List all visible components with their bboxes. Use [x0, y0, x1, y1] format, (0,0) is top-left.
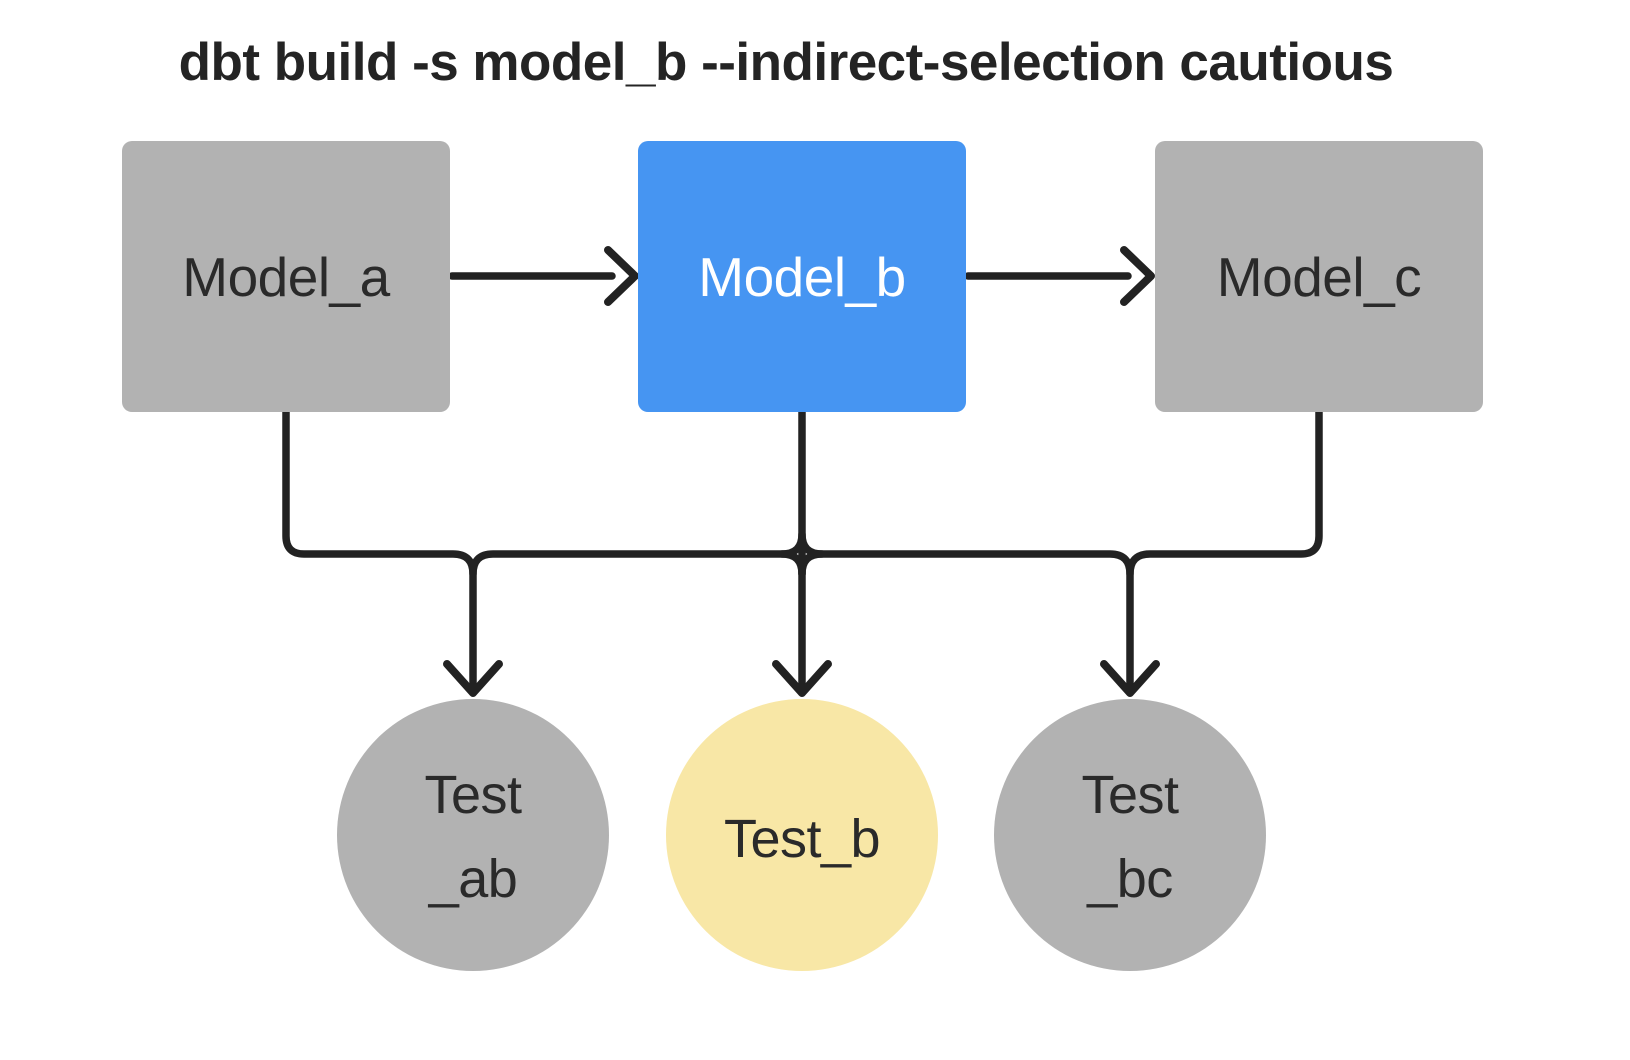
node-test-bc — [994, 699, 1266, 971]
edge-model-a-to-test-ab — [282, 408, 477, 692]
node-model-b — [638, 141, 966, 412]
diagram-title: dbt build -s model_b --indirect-selectio… — [179, 33, 1394, 92]
test-nodes: Test _ab Test_b Test _bc — [337, 699, 1266, 971]
node-test-ab — [337, 699, 609, 971]
node-test-b-label: Test_b — [724, 809, 880, 869]
node-model-c-label: Model_c — [1217, 246, 1421, 308]
node-test-bc-label-line1: Test — [1081, 765, 1179, 825]
edge-group — [282, 246, 1323, 697]
node-test-ab-label-line2: _ab — [428, 849, 518, 909]
node-model-a-label: Model_a — [182, 246, 390, 308]
node-test-b — [666, 699, 938, 971]
node-model-b-label: Model_b — [698, 246, 905, 308]
node-test-bc-label-line2: _bc — [1086, 849, 1173, 909]
model-nodes: Model_a Model_b Model_c — [122, 141, 1483, 412]
edge-model-c-to-test-bc — [1126, 408, 1323, 692]
arrowhead-test-bc-icon — [1100, 660, 1160, 697]
edge-bus-right-segment — [798, 550, 1134, 578]
arrowhead-model-c-icon — [1120, 246, 1155, 306]
node-model-a — [122, 141, 450, 412]
edge-bus-left-segment — [469, 550, 806, 578]
node-model-c — [1155, 141, 1483, 412]
edge-bus-center-fillet — [778, 530, 826, 558]
node-test-ab-label-line1: Test — [424, 765, 522, 825]
arrowhead-model-b-icon — [604, 246, 639, 306]
arrowhead-test-ab-icon — [443, 660, 503, 697]
arrowhead-test-b-icon — [772, 660, 832, 697]
